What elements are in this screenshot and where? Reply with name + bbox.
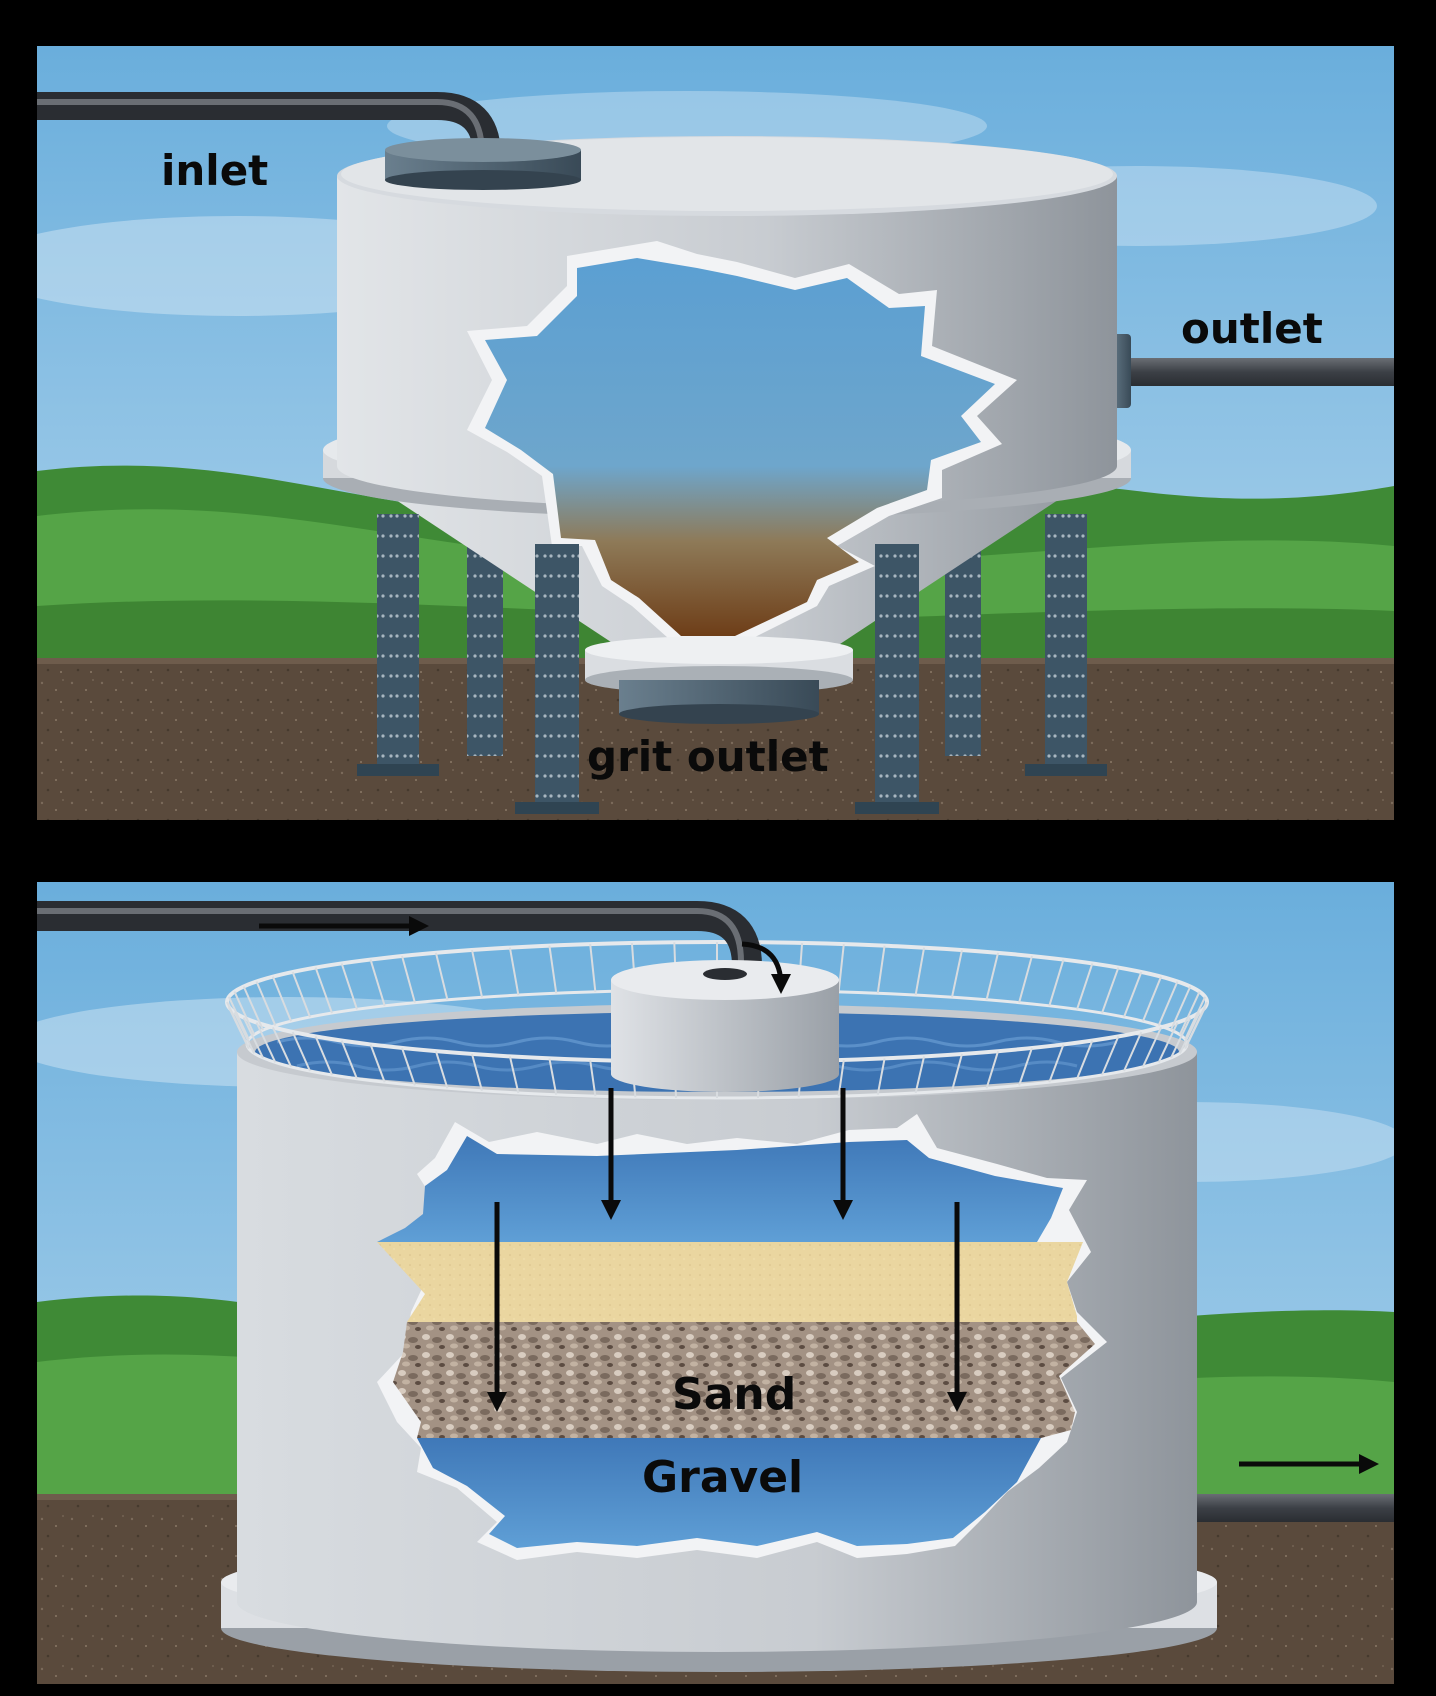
railing-post: [1101, 1036, 1120, 1076]
railing-post: [1076, 1040, 1094, 1080]
railing-post: [1142, 1026, 1162, 1068]
grit-outlet-label: grit outlet: [587, 732, 829, 781]
railing-post: [1142, 976, 1163, 1022]
support-leg: [535, 544, 579, 812]
support-leg: [377, 514, 419, 774]
railing-post: [951, 949, 963, 998]
railing-post: [369, 959, 386, 1007]
railing-post: [508, 1056, 520, 1094]
railing-post: [255, 981, 277, 1026]
railing-post: [985, 1050, 1000, 1089]
railing-post: [242, 986, 264, 1031]
railing-post: [272, 1026, 292, 1068]
sedimentation-tank-panel: inlet outlet grit outlet: [37, 46, 1394, 820]
sand-filter-panel: Sand Gravel: [37, 882, 1394, 1684]
sand-layer: [377, 1242, 1083, 1322]
flow-arrows: [259, 916, 1379, 1474]
railing-post: [1123, 971, 1143, 1018]
railing-post: [314, 1036, 333, 1076]
railing-post: [548, 1058, 558, 1095]
distributor-drum: [611, 980, 839, 1092]
railing-post: [548, 945, 558, 994]
gravel-layer: [393, 1322, 1095, 1438]
railing-post: [951, 1053, 963, 1092]
railing-post: [340, 963, 358, 1010]
railing-post: [1157, 1022, 1179, 1063]
railing-post: [876, 1058, 886, 1095]
railing-post: [508, 947, 520, 996]
railing-post: [837, 1059, 845, 1097]
water-layer: [377, 1136, 1063, 1242]
sedimentation-tank-illustration: [37, 46, 1394, 820]
railing-post: [434, 1050, 449, 1089]
railing-post: [1178, 991, 1201, 1036]
railing-post: [1178, 1011, 1201, 1054]
railing-post: [1101, 967, 1120, 1014]
railing-post: [1170, 1017, 1192, 1059]
railing-post: [985, 952, 1000, 1001]
support-leg: [875, 544, 919, 812]
railing-post: [837, 943, 845, 992]
railing-post: [434, 952, 449, 1001]
railing-post: [233, 1011, 256, 1054]
railing-post: [589, 943, 597, 992]
railing-post: [242, 1017, 264, 1059]
sediment-cutaway: [485, 258, 995, 636]
railing-post: [271, 976, 292, 1022]
railing-post: [589, 1059, 597, 1097]
support-leg: [1045, 514, 1087, 774]
railing-post: [914, 1056, 926, 1094]
railing-post: [1170, 986, 1192, 1031]
railing-post: [1184, 1006, 1207, 1050]
railing-post: [291, 1031, 311, 1072]
railing-post: [255, 1022, 277, 1063]
railing-post: [401, 955, 416, 1003]
railing-post: [1048, 1044, 1065, 1083]
grit-outlet-collar: [585, 636, 853, 664]
railing-post: [291, 971, 311, 1018]
inlet-label: inlet: [161, 146, 269, 195]
railing-post: [314, 967, 333, 1014]
railing-post: [1018, 955, 1033, 1003]
sand-filter-illustration: [37, 882, 1394, 1684]
railing-post: [340, 1040, 358, 1080]
railing-post: [1157, 981, 1179, 1026]
railing-post: [1123, 1031, 1143, 1072]
railing-post: [369, 1044, 386, 1083]
railing-post: [471, 949, 483, 998]
sand-label: Sand: [672, 1369, 797, 1420]
outlet-pipe: [1107, 358, 1394, 386]
down-arrow: [741, 941, 791, 994]
railing-post: [227, 996, 250, 1040]
underdrain-water: [417, 1438, 1041, 1548]
railing-post: [1076, 963, 1094, 1010]
railing-post: [233, 991, 256, 1036]
railing-post: [1018, 1047, 1033, 1086]
railing-post: [914, 947, 926, 996]
gravel-label: Gravel: [642, 1452, 804, 1503]
railing-post: [471, 1053, 483, 1092]
railing-post: [876, 945, 886, 994]
railing-post: [1048, 959, 1065, 1007]
railing-post: [1184, 996, 1207, 1040]
outlet-label: outlet: [1181, 304, 1323, 353]
railing-post: [401, 1047, 416, 1086]
railing-post: [226, 1001, 248, 1045]
